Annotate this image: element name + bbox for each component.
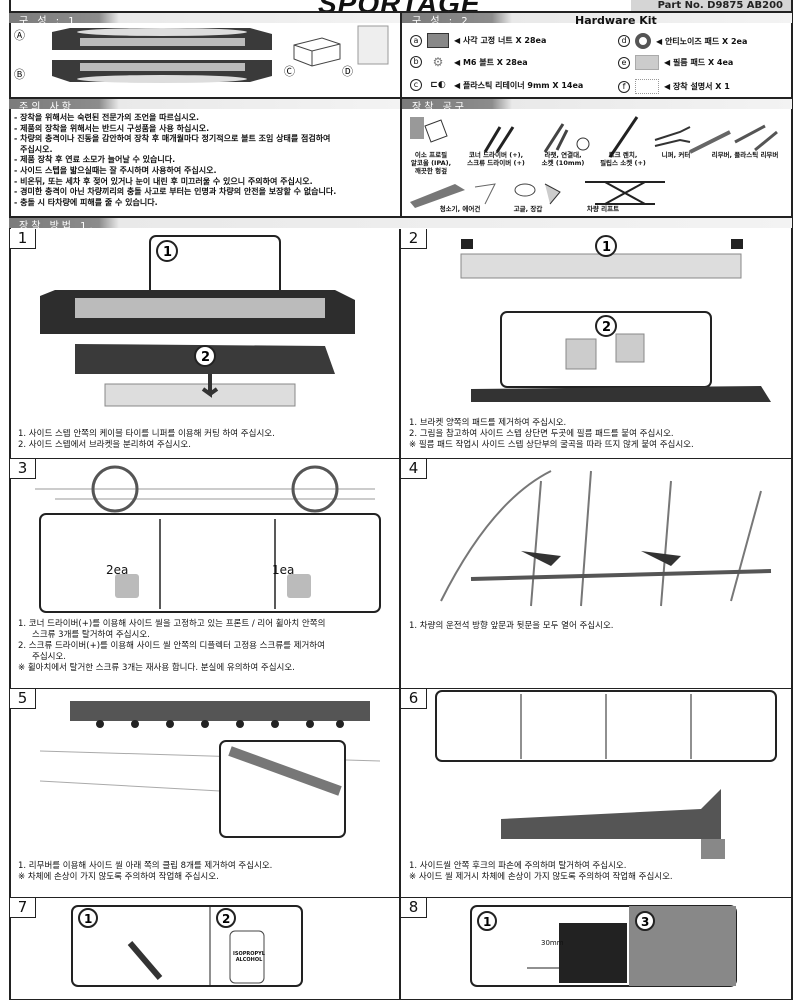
- square-nut-icon: [427, 33, 449, 48]
- step-1-illustration: 1 2: [40, 235, 355, 407]
- part-number: Part No. D9875 AB200: [631, 0, 791, 12]
- tool-nipper: 니퍼, 커터: [661, 151, 691, 159]
- side-step-illustration: [52, 28, 272, 83]
- tool-lift: 차량 리프트: [586, 205, 620, 213]
- step-7: 7 1 2 ISOPROPYL ALCOHOL: [9, 897, 400, 1000]
- hardware-item-c: c⊏◐◀ 플라스틱 리테이너 9mm X 14ea: [410, 79, 583, 91]
- step-6-text: 1. 사이드씰 안쪽 후크의 파손에 주의하며 탈거하여 주십시오.※ 사이드 …: [409, 861, 673, 882]
- step-8-illustration: 1 3: [470, 905, 737, 987]
- tool-vacuum: 청소기, 에어건: [439, 205, 481, 213]
- label-c: Ⓒ: [284, 65, 295, 78]
- svg-text:3: 3: [641, 915, 649, 929]
- label-a: Ⓐ: [14, 29, 25, 42]
- section-cautions: 주의 사항: [9, 97, 400, 113]
- svg-text:2: 2: [222, 912, 230, 926]
- svg-text:1: 1: [84, 912, 92, 926]
- label-d: Ⓓ: [342, 65, 353, 78]
- step-8: 8 1 3 30mm: [400, 897, 792, 1000]
- svg-text:1: 1: [483, 915, 491, 929]
- tool-ipa: 이소 프로필 알코올 (IPA), 깨끗한 헝겊: [410, 151, 452, 175]
- hardware-item-d: d◀ 안티노이즈 패드 X 2ea: [618, 33, 747, 49]
- step-2-illustration: 1 2: [460, 235, 771, 402]
- callout-2ea: 2ea: [106, 563, 129, 577]
- step-3: 3 2ea 1ea 1. 코너 드라이버(+)를 이용해 사이드 씰을 고정하고…: [9, 458, 400, 689]
- hardware-item-f: f◀ 장착 설명서 X 1: [618, 79, 730, 94]
- step-5: 5 1. 리무버를 이용해 사이드 씰 아래 쪽의 클립 8개를 제거하여 주십…: [9, 688, 400, 898]
- tool-goggles: 고글, 장갑: [513, 205, 543, 213]
- svg-text:1: 1: [163, 245, 172, 260]
- hardware-item-b: b⚙◀ M6 볼트 X 28ea: [410, 55, 528, 69]
- step-7-illustration: 1 2: [71, 905, 303, 987]
- tools-illustration: [410, 116, 778, 208]
- step-6: 6 1. 사이드씰 안쪽 후크의 파손에 주의하며 탈거하여 주십시오.※ 사이…: [400, 688, 792, 898]
- step-2: 2 1 2 1. 브라켓 양쪽의 패드를 제거하여 주십시오.2. 그림을 참고…: [400, 229, 792, 459]
- step-1-text: 1. 사이드 스텝 안쪽의 케이블 타이를 니퍼를 이용해 커팅 하여 주십시오…: [18, 429, 275, 450]
- section-composition-1: 구 성 : 1: [9, 11, 400, 27]
- svg-text:1: 1: [602, 240, 611, 255]
- step-1: 1 1 2 1. 사이드 스텝 안쪽의 케이블 타이를 니퍼를 이용해 커팅 하…: [9, 229, 400, 459]
- caution-list: - 장착을 위해서는 숙련된 전문가의 조언을 따르십시오.- 제품의 장착을 …: [14, 113, 337, 207]
- film-pad-icon: [635, 55, 659, 70]
- tool-ratchet: 라챗, 연결대, 소켓 (10mm): [541, 151, 585, 167]
- step-5-text: 1. 리무버를 이용해 사이드 씰 아래 쪽의 클립 8개를 제거하여 주십시오…: [18, 861, 273, 882]
- alcohol-label: ISOPROPYL ALCOHOL: [233, 951, 265, 963]
- bolt-icon: ⚙: [432, 55, 444, 69]
- svg-text:2: 2: [602, 320, 611, 335]
- manual-icon: [635, 79, 659, 94]
- tool-remover: 리무버, 플라스틱 리무버: [711, 151, 779, 159]
- section-installation-method: 장착 방법 1.: [9, 216, 792, 232]
- step-4: 4 1. 차량의 운전석 방향 앞문과 뒷문을 모두 열어 주십시오.: [400, 458, 792, 689]
- dimension-label: 30mm: [541, 939, 564, 947]
- tool-torque-wrench: 토크 렌치, 필립스 소켓 (+): [600, 151, 646, 167]
- step-3-illustration: [35, 465, 381, 613]
- hardware-item-e: e◀ 필름 패드 X 4ea: [618, 55, 733, 70]
- step-2-text: 1. 브라켓 양쪽의 패드를 제거하여 주십시오.2. 그림을 참고하여 사이드…: [409, 418, 694, 450]
- step-6-illustration: [435, 690, 777, 859]
- callout-1ea: 1ea: [272, 563, 295, 577]
- divider: [400, 11, 402, 97]
- svg-text:2: 2: [201, 350, 210, 365]
- retainer-icon: ⊏◐: [430, 79, 446, 90]
- hardware-item-a: a◀ 사각 고정 너트 X 28ea: [410, 33, 546, 48]
- step-4-text: 1. 차량의 운전석 방향 앞문과 뒷문을 모두 열어 주십시오.: [409, 621, 614, 631]
- page-frame: [9, 0, 793, 1000]
- bag-illustration: [357, 25, 389, 65]
- step-4-illustration: [440, 470, 772, 607]
- step-3-text: 1. 코너 드라이버(+)를 이용해 사이드 씰을 고정하고 있는 프론트 / …: [18, 619, 326, 673]
- hardware-kit-title: Hardware Kit: [575, 14, 657, 27]
- divider: [400, 97, 402, 217]
- anti-noise-pad-icon: [635, 33, 651, 49]
- tool-drivers: 코너 드라이버 (+), 스크류 드라이버 (+): [467, 151, 525, 167]
- section-tools: 장착 공구: [400, 97, 792, 113]
- box-illustration: [293, 37, 341, 67]
- label-b: Ⓑ: [14, 68, 25, 81]
- step-5-illustration: [40, 701, 381, 838]
